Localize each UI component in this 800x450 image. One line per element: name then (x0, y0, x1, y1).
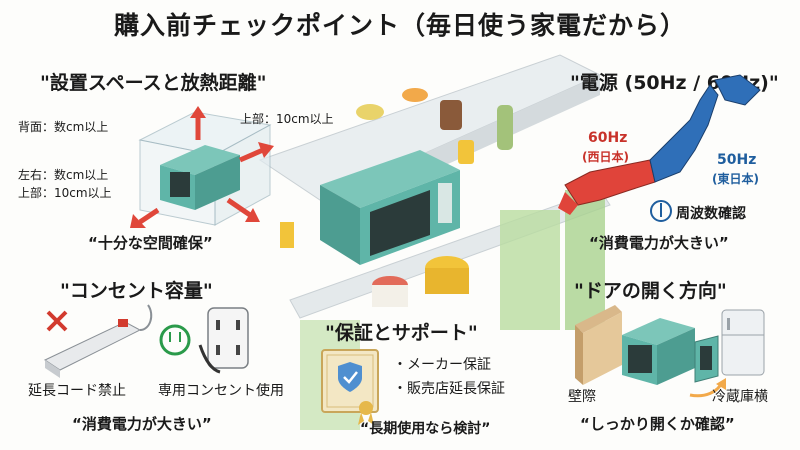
wall-icon (575, 305, 622, 385)
fridge-label: 冷蔵庫横 (712, 389, 768, 405)
plug-ok-icon (159, 324, 191, 356)
wall-label: 壁際 (568, 389, 596, 405)
warranty-caption: “長期使用なら検討” (360, 421, 491, 437)
power-caption: “消費電力が大きい” (589, 234, 729, 252)
dedicated-outlet-label: 専用コンセント使用 (158, 383, 284, 399)
west-hz: 60Hz (588, 130, 628, 146)
fridge-icon (721, 309, 765, 376)
arrow-left-icon (130, 207, 160, 228)
outlet-caption: “消費電力が大きい” (72, 415, 212, 433)
space-heading: "設置スペースと放熱距離" (40, 72, 267, 94)
bowl-icon (356, 104, 384, 120)
space-sides-label: 左右：数cm以上 (18, 168, 109, 182)
power-strip-icon (43, 304, 153, 378)
arrow-down-right-icon (226, 197, 260, 222)
east-region: (東日本) (712, 172, 759, 186)
door-caption: “しっかり開くか確認” (580, 415, 735, 433)
space-top-right-label: 上部：10cm以上 (240, 112, 334, 126)
extension-cord-banned: 延長コード禁止 (28, 383, 126, 399)
wall-outlet-icon (198, 307, 249, 374)
warranty-item-store: ・販売店延長保証 (393, 381, 505, 397)
east-hz: 50Hz (717, 152, 757, 168)
space-back-label: 背面：数cm以上 (18, 120, 109, 134)
shield-check-icon (338, 362, 362, 392)
door-heading: "ドアの開く方向" (574, 280, 727, 302)
microwave-illustration (320, 150, 460, 265)
warranty-item-maker: ・メーカー保証 (393, 357, 491, 373)
x-mark-icon (46, 310, 68, 332)
outlet-heading: "コンセント容量" (60, 280, 213, 302)
arrow-up-icon (190, 106, 206, 140)
space-caption: “十分な空間確保” (88, 234, 213, 252)
seal-ribbon-icon (358, 401, 374, 425)
west-region: (西日本) (582, 150, 629, 164)
space-top-label: 上部：10cm以上 (18, 186, 112, 200)
page-title: 購入前チェックポイント（毎日使う家電だから） (113, 11, 686, 40)
microwave-open-icon (622, 318, 719, 385)
curved-arrow-icon (689, 378, 726, 398)
frequency-check-label: 周波数確認 (676, 206, 746, 222)
arrow-right-icon (239, 142, 274, 163)
warranty-heading: "保証とサポート" (325, 322, 478, 344)
